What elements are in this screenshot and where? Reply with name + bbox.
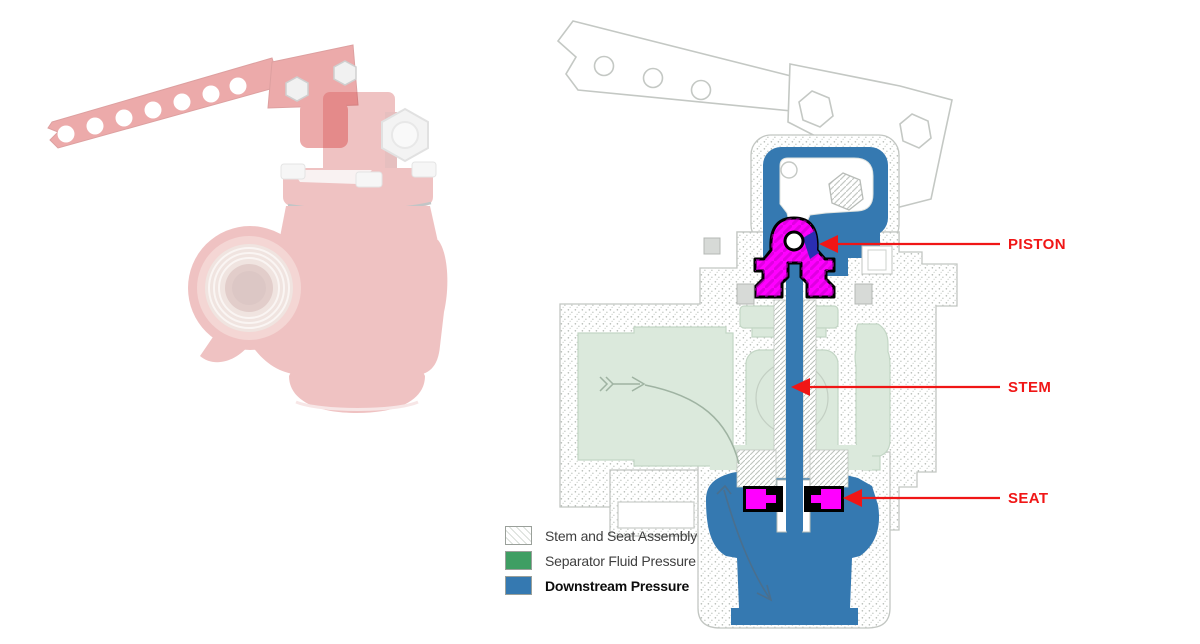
photo-cap-flange [283, 168, 433, 206]
body-bolt [703, 237, 721, 255]
bracket-hex-bolt [899, 113, 932, 149]
lever-hole [593, 55, 615, 77]
callout-arrows [791, 235, 1000, 507]
legend-row-downstream: Downstream Pressure [505, 573, 697, 598]
photo-bracket-bolts [285, 60, 357, 102]
photo-bottom-flange [289, 362, 425, 413]
adjusting-bolt-hex [828, 172, 864, 211]
photo-upper-cylinder [279, 206, 438, 242]
legend-label: Downstream Pressure [545, 577, 690, 594]
stem-seat-assembly [736, 252, 849, 533]
lever-hole [642, 67, 664, 89]
valve-cutaway-diagram [556, 20, 1000, 629]
photo-main-body [200, 240, 448, 375]
legend-label: Stem and Seat Assembly [545, 527, 698, 544]
photo-hex-nut [381, 107, 429, 163]
lever-hole [690, 79, 712, 101]
photo-clip-mid [355, 171, 383, 188]
photo-lever-bar [47, 57, 282, 149]
piston-label: PISTON [1008, 236, 1066, 253]
foot-face [617, 501, 695, 529]
photo-clevis [300, 102, 348, 148]
gland-details [703, 237, 893, 305]
legend-swatch-hatched [505, 526, 532, 545]
photo-clip-left [280, 163, 306, 180]
photo-port-rim [197, 236, 301, 340]
photo-lever-holes [57, 77, 247, 143]
seat-hatch-right [809, 449, 849, 488]
packing-seal-right [854, 283, 873, 305]
photo-valve-body [188, 92, 448, 413]
photo-neck-label [385, 112, 397, 168]
photo-lever-arm [47, 44, 359, 149]
piston-assembly [753, 216, 836, 299]
photo-clip-right [411, 161, 437, 178]
piston-pin-hole [783, 230, 805, 252]
seat-hatch-left [736, 449, 777, 488]
flow-arrows [599, 376, 773, 602]
legend-label: Separator Fluid Pressure [545, 552, 696, 569]
photo-port-bore [225, 264, 273, 312]
seat-assembly [743, 486, 844, 512]
outlet-flow-arrow [716, 484, 773, 602]
photo-bonnet-neck [323, 92, 395, 184]
legend-row-stem-seat: Stem and Seat Assembly [505, 523, 697, 548]
legend: Stem and Seat Assembly Separator Fluid P… [505, 523, 697, 598]
photo-port-housing [188, 226, 312, 350]
photo-gasket-line [287, 201, 432, 212]
seat-label: SEAT [1008, 490, 1049, 507]
stem-callout-arrowhead [791, 378, 810, 396]
stem-label: STEM [1008, 379, 1052, 396]
bracket-hex-bolt [798, 90, 834, 128]
link-pivot-hole [780, 161, 798, 179]
legend-swatch-green [505, 551, 532, 570]
seat-callout-arrowhead [843, 489, 862, 507]
product-photo [47, 44, 448, 413]
photo-lever-bracket [267, 44, 359, 109]
photo-cap-glint [292, 170, 372, 184]
right-chamber-green [854, 323, 891, 457]
photo-port-threads [205, 244, 293, 332]
legend-row-separator-fluid: Separator Fluid Pressure [505, 548, 697, 573]
stem-blue [786, 252, 803, 533]
inlet-flow-arrow [599, 376, 740, 465]
piston-callout-arrowhead [819, 235, 838, 253]
inlet-chamber-green [577, 326, 734, 467]
packing-seal-left [736, 283, 755, 305]
legend-swatch-blue [505, 576, 532, 595]
